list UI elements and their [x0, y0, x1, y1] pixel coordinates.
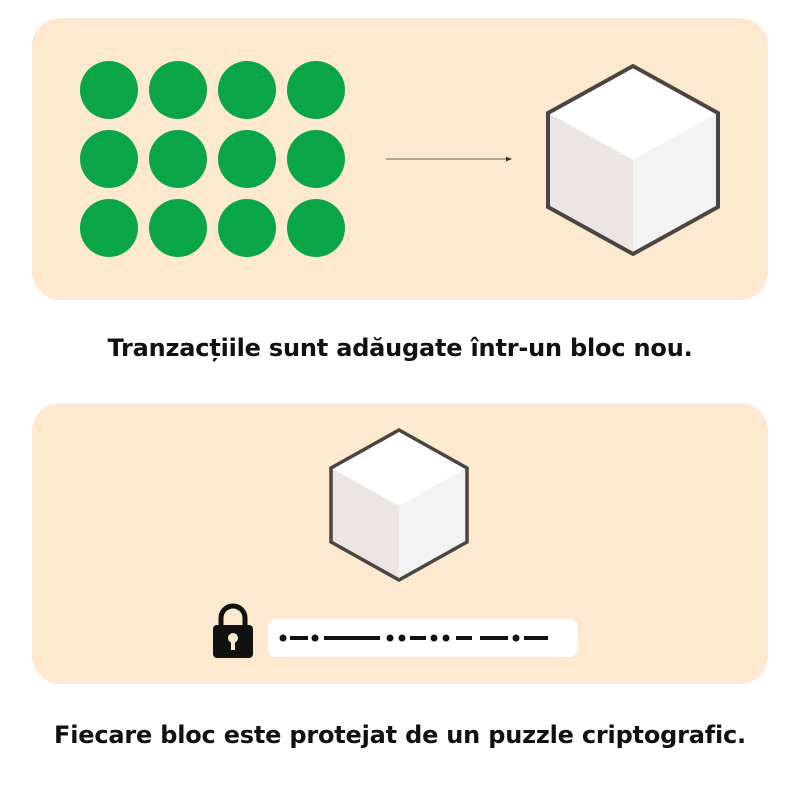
- transaction-dots-grid: [80, 61, 345, 257]
- transaction-dot: [80, 130, 138, 188]
- transaction-dot: [218, 130, 276, 188]
- transaction-dot: [80, 199, 138, 257]
- transaction-dot: [287, 199, 345, 257]
- caption-step1: Tranzacțiile sunt adăugate într-un bloc …: [107, 334, 693, 362]
- block-cube-icon: [329, 427, 469, 583]
- puzzle-code-field: [268, 619, 578, 657]
- transaction-dot: [218, 199, 276, 257]
- puzzle-code-glyphs: [279, 634, 548, 642]
- transaction-dot: [149, 61, 207, 119]
- right-arrow-icon: [386, 156, 512, 162]
- caption-step2: Fiecare bloc este protejat de un puzzle …: [54, 721, 746, 749]
- transaction-dot: [80, 61, 138, 119]
- transaction-dot: [287, 130, 345, 188]
- crypto-puzzle-panel: [32, 403, 768, 684]
- transaction-dot: [218, 61, 276, 119]
- padlock-icon: [213, 603, 253, 658]
- block-cube-icon: [546, 63, 720, 257]
- transaction-dot: [149, 199, 207, 257]
- transaction-dot: [149, 130, 207, 188]
- transactions-panel: [32, 18, 768, 300]
- transaction-dot: [287, 61, 345, 119]
